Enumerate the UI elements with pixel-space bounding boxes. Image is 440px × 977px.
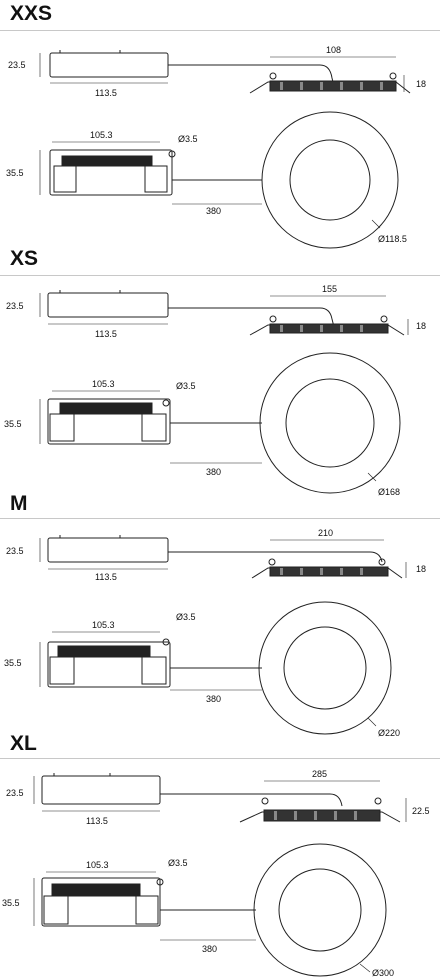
dim-height: 23.5 — [6, 788, 24, 798]
dim-box-width: 105.3 — [92, 620, 115, 630]
dim-box-width: 105.3 — [92, 379, 115, 389]
fixture-outer-ring — [258, 601, 392, 735]
dim-box-depth: 35.5 — [4, 419, 22, 429]
cable — [160, 793, 343, 807]
dim-length: 113.5 — [95, 88, 117, 98]
side-view: 23.5 113.5 108 18 — [8, 45, 426, 98]
dim-diameter: Ø118.5 — [378, 234, 407, 244]
size-title: XXS — [10, 2, 53, 25]
side-view: 23.5 113.5 210 18 — [6, 528, 426, 582]
dim-length: 113.5 — [95, 329, 117, 339]
fixture-body — [263, 809, 381, 822]
dim-fixture-width: 285 — [312, 769, 327, 779]
dim-fixture-height: 22.5 — [412, 806, 430, 816]
dim-diameter: Ø220 — [378, 728, 400, 738]
size-title: M — [10, 492, 28, 515]
driver-box-side — [47, 292, 169, 318]
driver-box-side — [49, 52, 169, 78]
side-view: 23.5 113.5 155 18 — [6, 284, 426, 339]
cable — [168, 551, 383, 563]
dim-fixture-width: 108 — [326, 45, 341, 55]
driver-box-side — [47, 537, 169, 563]
dim-fixture-height: 18 — [416, 79, 426, 89]
dim-fixture-height: 18 — [416, 564, 426, 574]
dim-cable: 380 — [206, 694, 221, 704]
section-divider — [0, 30, 440, 31]
fixture-outer-ring — [253, 843, 387, 977]
section-divider — [0, 275, 440, 276]
dim-diameter: Ø168 — [378, 487, 400, 497]
dim-box-depth: 35.5 — [4, 658, 22, 668]
cable — [168, 307, 335, 328]
dim-cable: 380 — [202, 944, 217, 954]
dim-hole: Ø3.5 — [176, 612, 196, 622]
fixture-inner-ring — [283, 626, 367, 710]
top-view: 105.3 Ø3.5 35.5 380 Ø118.5 — [6, 111, 407, 249]
dim-fixture-width: 210 — [318, 528, 333, 538]
dim-box-width: 105.3 — [90, 130, 113, 140]
dim-length: 113.5 — [86, 816, 108, 826]
fixture-body — [269, 80, 397, 92]
dim-hole: Ø3.5 — [178, 134, 198, 144]
top-view: 105.3 Ø3.5 35.5 380 Ø300 — [2, 843, 394, 977]
dim-cable: 380 — [206, 467, 221, 477]
section-m: M 23.5 113.5 210 18 — [0, 490, 440, 738]
dim-fixture-height: 18 — [416, 321, 426, 331]
dim-cable: 380 — [206, 206, 221, 216]
section-divider — [0, 518, 440, 519]
dim-height: 23.5 — [8, 60, 26, 70]
fixture-body — [269, 566, 389, 577]
dim-box-width: 105.3 — [86, 860, 109, 870]
side-view: 23.5 113.5 285 22.5 — [6, 769, 430, 826]
dim-diameter: Ø300 — [372, 968, 394, 977]
dim-box-depth: 35.5 — [6, 168, 24, 178]
fixture-outer-ring — [259, 352, 401, 494]
dim-fixture-width: 155 — [322, 284, 337, 294]
driver-box-side — [41, 775, 161, 805]
dim-height: 23.5 — [6, 546, 24, 556]
top-view: 105.3 Ø3.5 35.5 380 Ø168 — [4, 352, 401, 497]
dim-height: 23.5 — [6, 301, 24, 311]
dim-box-depth: 35.5 — [2, 898, 20, 908]
top-view: 105.3 Ø3.5 35.5 380 Ø220 — [4, 601, 400, 738]
fixture-body — [269, 323, 389, 334]
fixture-inner-ring — [289, 139, 371, 221]
size-title: XS — [10, 247, 39, 270]
section-divider — [0, 758, 440, 759]
section-xl: XL 23.5 113.5 285 22.5 — [0, 730, 440, 977]
fixture-outer-ring — [261, 111, 399, 249]
dim-hole: Ø3.5 — [176, 381, 196, 391]
cable — [168, 64, 335, 87]
dim-length: 113.5 — [95, 572, 117, 582]
section-xxs: XXS 23.5 113.5 108 18 — [0, 0, 440, 249]
fixture-inner-ring — [278, 868, 362, 952]
section-xs: XS 23.5 113.5 155 18 — [0, 245, 440, 497]
dim-hole: Ø3.5 — [168, 858, 188, 868]
size-title: XL — [10, 732, 37, 755]
fixture-inner-ring — [285, 378, 375, 468]
